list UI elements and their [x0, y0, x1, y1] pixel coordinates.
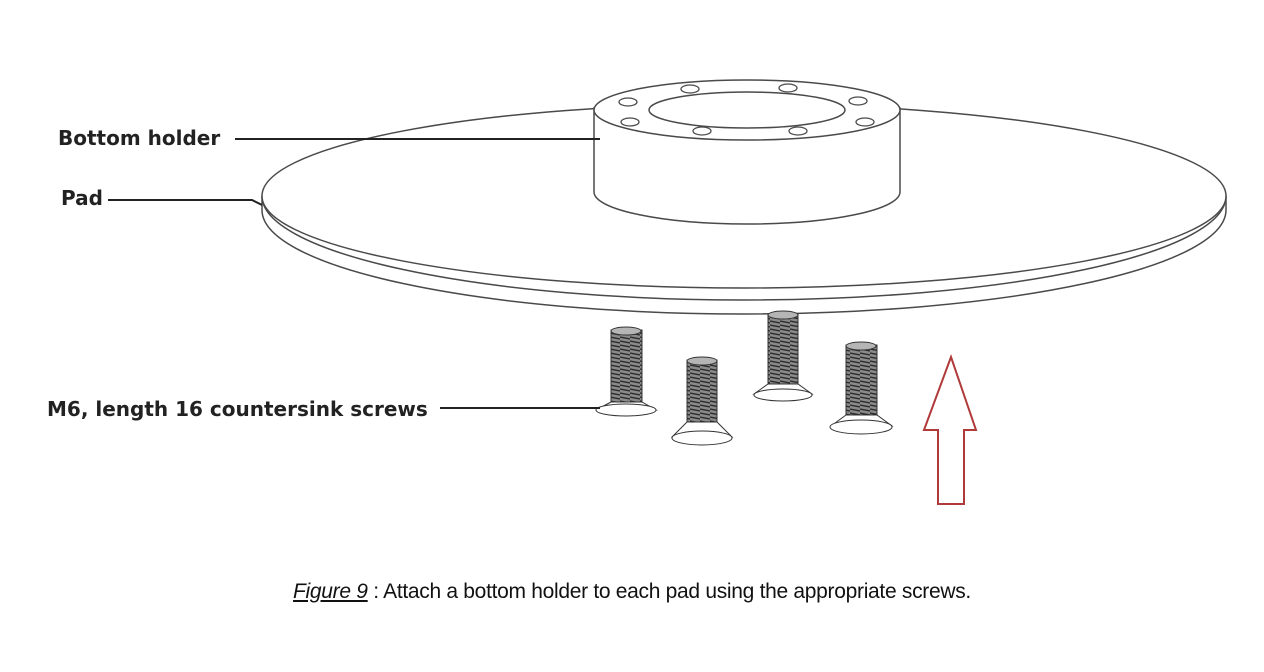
screw-1	[595, 326, 658, 417]
leader-lines	[108, 138, 600, 409]
bottom-holder	[593, 79, 901, 225]
up-arrow-icon	[922, 354, 978, 505]
screw-3	[752, 310, 814, 402]
figure-reference: Figure 9	[293, 580, 368, 603]
caption-text: Attach a bottom holder to each pad using…	[383, 580, 971, 603]
bottom-holder-label: Bottom holder	[58, 126, 220, 150]
screw-2	[670, 356, 734, 446]
screw-4	[829, 341, 894, 435]
screws-label: M6, length 16 countersink screws	[47, 397, 428, 421]
figure-caption: Figure 9 : Attach a bottom holder to eac…	[0, 580, 1264, 604]
caption-separator: :	[367, 580, 384, 603]
pad-label: Pad	[61, 186, 103, 210]
